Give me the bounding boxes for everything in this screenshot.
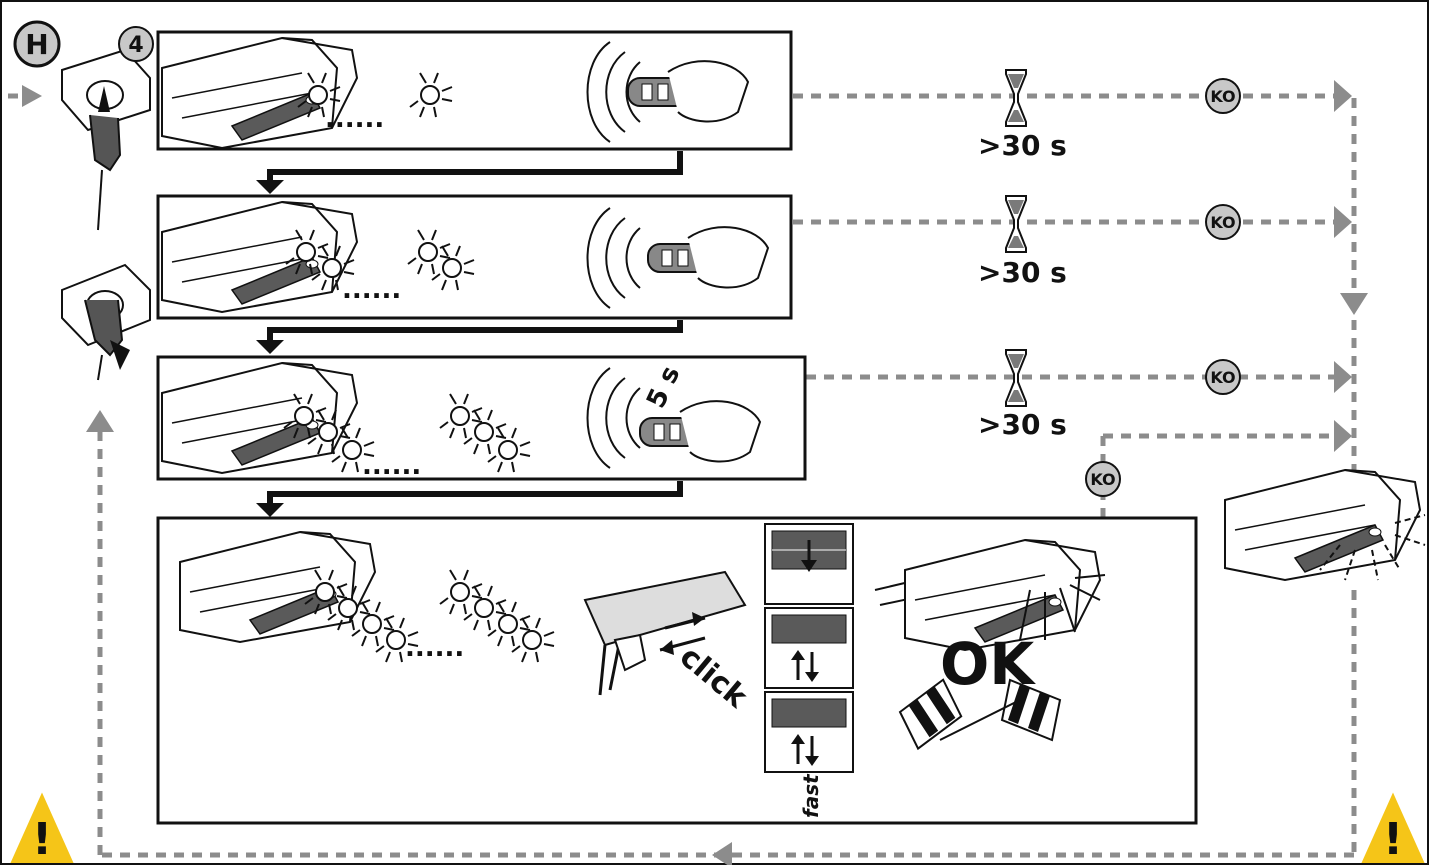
svg-text:!: !	[1383, 814, 1403, 865]
svg-text:......: ......	[362, 451, 421, 481]
svg-text:......: ......	[405, 633, 464, 663]
timeout-label: >30 s	[978, 129, 1067, 162]
fast-label: fast	[799, 773, 823, 818]
ko-badge: KO	[1205, 359, 1241, 395]
dashed-arrowheads	[22, 80, 1368, 865]
svg-text:KO: KO	[1210, 368, 1235, 387]
section-badge: H	[13, 20, 61, 68]
warning-icon: !	[1361, 792, 1425, 865]
fail-unit-illustration	[1224, 469, 1426, 581]
svg-text:H: H	[25, 28, 48, 61]
ko-badge: KO	[1085, 461, 1121, 497]
step-flow-arrows	[267, 151, 683, 506]
plug-out-illustration	[61, 263, 151, 381]
svg-text:......: ......	[325, 104, 384, 134]
plug-in-illustration	[61, 48, 151, 231]
ko-badge: KO	[1205, 78, 1241, 114]
step-badge: 4	[118, 26, 154, 62]
timeout-label: >30 s	[978, 256, 1067, 289]
door-cycle-sequence	[764, 523, 854, 773]
svg-text:4: 4	[128, 33, 143, 58]
unit-with-lamp-illustration	[874, 539, 1106, 651]
ko-badge: KO	[1205, 204, 1241, 240]
svg-text:!: !	[32, 814, 52, 865]
svg-text:KO: KO	[1210, 87, 1235, 106]
svg-text:KO: KO	[1210, 213, 1235, 232]
warning-icon: !	[10, 792, 74, 865]
svg-text:......: ......	[342, 275, 401, 305]
svg-text:KO: KO	[1090, 470, 1115, 489]
step-flow-arrowheads	[256, 180, 284, 517]
timeout-label: >30 s	[978, 408, 1067, 441]
rail-click-illustration	[583, 570, 747, 696]
